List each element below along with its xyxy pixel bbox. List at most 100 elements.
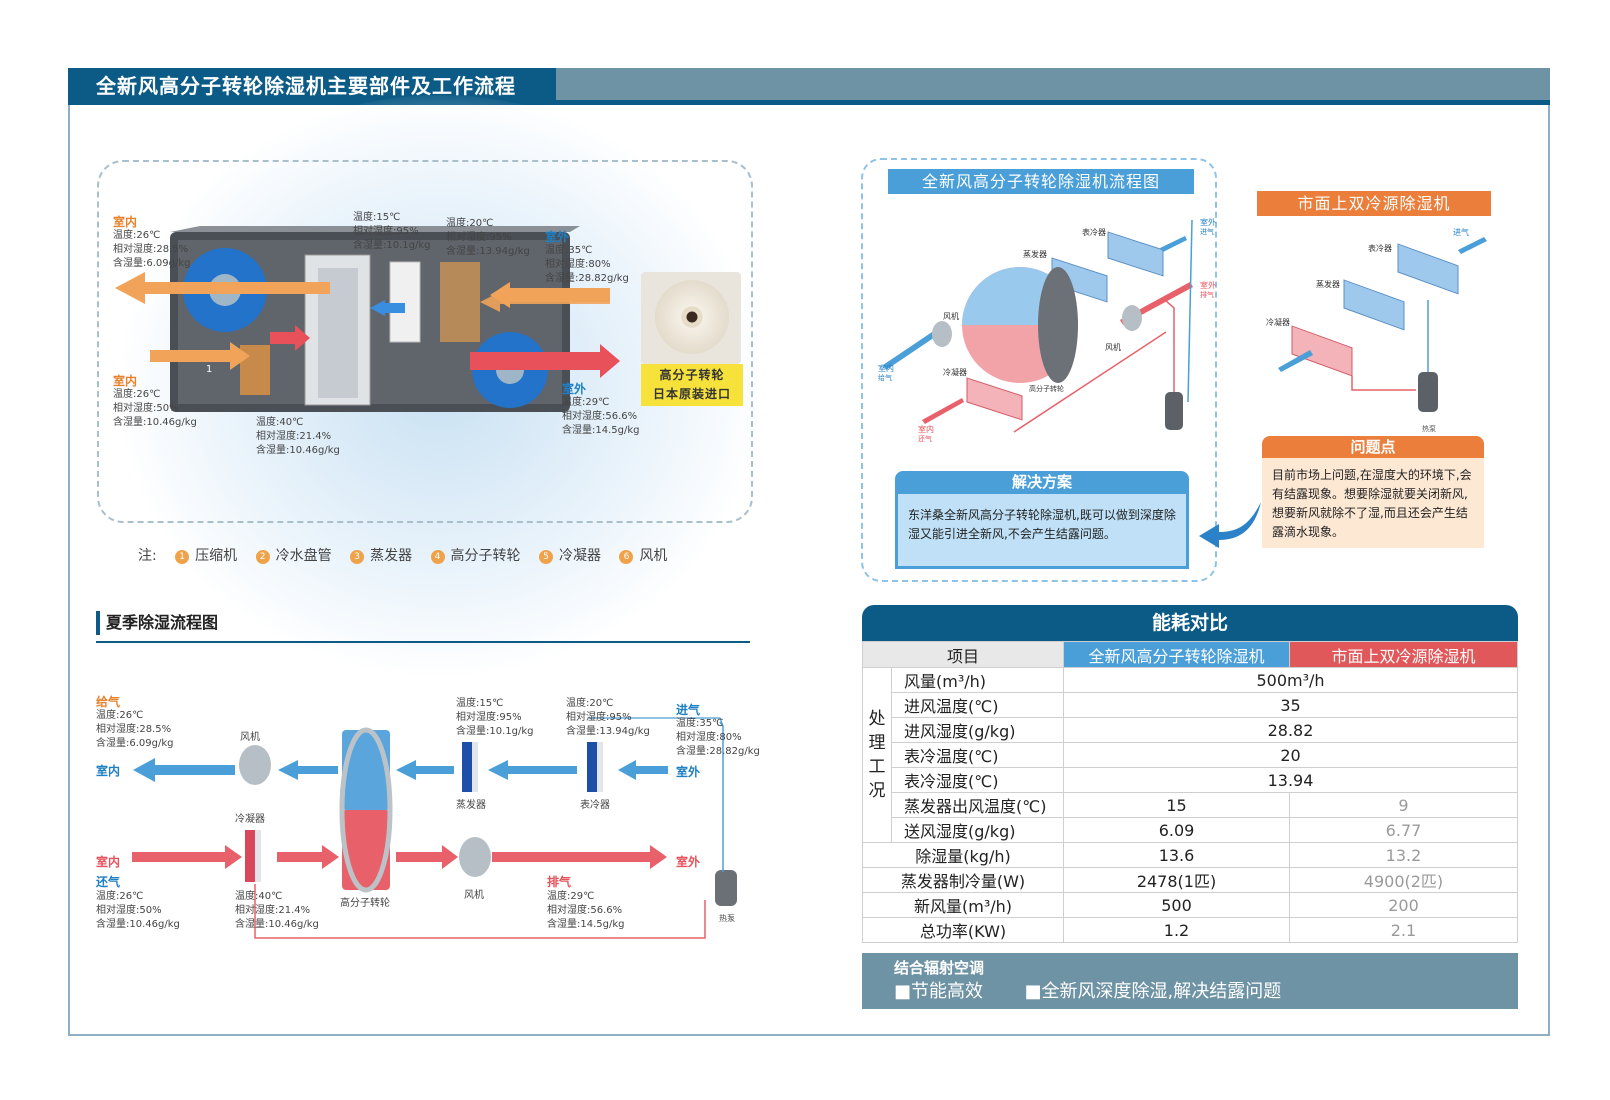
after-evap-rh: 相对湿度:95% — [353, 226, 419, 237]
val-coil-temp: 20 — [1063, 742, 1518, 768]
indoor-supply-label: 室内 — [113, 215, 138, 229]
after-evap-temp: 温度:15℃ — [353, 212, 401, 223]
legend-condenser: 冷凝器 — [558, 548, 601, 564]
market-heatpump-label: 热泵 — [1422, 425, 1436, 433]
legend-num-5: 5 — [538, 550, 553, 564]
summer-condenser-label: 冷凝器 — [235, 814, 265, 825]
summer-cond-moisture: 含湿量:10.46g/kg — [235, 919, 319, 930]
radiant-ac-title: 结合辐射空调 — [894, 959, 985, 977]
outdoor-in-temp: 温度:35℃ — [545, 245, 593, 256]
val-dehumidification-b: 13.2 — [1288, 842, 1519, 868]
summer-supply-moisture: 含湿量:6.09g/kg — [96, 738, 174, 749]
summer-cond-rh: 相对湿度:21.4% — [235, 905, 311, 916]
val-supply-humidity-a: 6.09 — [1063, 817, 1290, 843]
row-cooling-capacity: 蒸发器制冷量(W) — [861, 867, 1065, 893]
row-coil-humidity: 表冷湿度(℃) — [891, 767, 1065, 793]
after-condenser-moisture: 含湿量:10.46g/kg — [256, 445, 340, 456]
summer-coil-temp: 温度:20℃ — [566, 698, 614, 709]
fc-return-label: 还气 — [918, 435, 932, 443]
summer-supply-temp: 温度:26℃ — [96, 710, 144, 721]
fc-indoor-supply-label: 室内 — [878, 364, 894, 373]
val-total-power-b: 2.1 — [1288, 917, 1519, 943]
summer-fan-bottom-label: 风机 — [464, 890, 484, 901]
fc-indoor-return-label: 室内 — [918, 425, 934, 434]
val-evap-outlet-temp-b: 9 — [1288, 792, 1519, 818]
fc-evap-label: 蒸发器 — [1023, 250, 1047, 259]
summer-section-underline — [96, 641, 750, 643]
fc-wheel-label: 高分子转轮 — [1029, 385, 1064, 393]
group-char-2: 理 — [868, 733, 886, 753]
summer-wheel-label: 高分子转轮 — [340, 898, 390, 909]
col-header-item: 项目 — [861, 641, 1065, 668]
legend-num-2: 2 — [255, 550, 270, 564]
summer-return-moisture: 含湿量:10.46g/kg — [96, 919, 180, 930]
summer-intake-rh: 相对湿度:80% — [676, 732, 742, 743]
svg-text:1: 1 — [206, 364, 212, 375]
indoor-supply-rh: 相对湿度:28.5% — [113, 244, 189, 255]
after-coil-rh: 相对湿度:95% — [446, 232, 512, 243]
row-evap-outlet-temp: 蒸发器出风温度(℃) — [891, 792, 1065, 818]
group-processing-conditions: 处 理 工 况 — [861, 667, 893, 843]
indoor-return-label: 室内 — [113, 374, 138, 388]
header-underline — [68, 100, 1550, 105]
group-char-3: 工 — [868, 757, 886, 777]
outdoor-in-label: 室外 — [545, 230, 570, 244]
radiant-ac-banner: 结合辐射空调 ■节能高效 ■全新风深度除湿,解决结露问题 — [862, 953, 1518, 1009]
legend-num-6: 6 — [619, 550, 634, 564]
market-evap-label: 蒸发器 — [1316, 280, 1340, 289]
energy-table-title: 能耗对比 — [862, 605, 1518, 641]
polymer-wheel-photo — [641, 272, 741, 364]
group-char-4: 况 — [868, 781, 886, 801]
summer-indoor-top: 室内 — [96, 764, 121, 778]
row-inlet-humidity: 进风湿度(g/kg) — [891, 717, 1065, 743]
summer-intake-temp: 温度:35℃ — [676, 718, 724, 729]
flowchart-title: 全新风高分子转轮除湿机流程图 — [888, 169, 1194, 194]
summer-evap-moisture: 含湿量:10.1g/kg — [456, 726, 534, 737]
group-char-1: 处 — [868, 709, 886, 729]
badge-line-2: 日本原装进口 — [652, 387, 731, 401]
row-total-power: 总功率(KW) — [861, 917, 1065, 943]
summer-evaporator-label: 蒸发器 — [456, 800, 486, 811]
legend-fan: 风机 — [639, 548, 668, 564]
val-cooling-capacity-b: 4900(2匹) — [1288, 867, 1519, 893]
summer-coil-rh: 相对湿度:95% — [566, 712, 632, 723]
fc-supply-label: 给气 — [878, 374, 892, 382]
legend-num-4: 4 — [430, 550, 445, 564]
after-coil-temp: 温度:20℃ — [446, 218, 494, 229]
flowchart-frame — [861, 158, 1217, 582]
row-dehumidification: 除湿量(kg/h) — [861, 842, 1065, 868]
legend-num-1: 1 — [175, 550, 190, 564]
indoor-return-moisture: 含湿量:10.46g/kg — [113, 417, 197, 428]
radiant-ac-features: ■节能高效 ■全新风深度除湿,解决结露问题 — [894, 979, 1518, 1005]
legend-num-3: 3 — [350, 550, 365, 564]
outdoor-out-label: 室外 — [562, 382, 587, 396]
legend-cold-water-coil: 冷水盘管 — [275, 548, 332, 564]
summer-return-label: 还气 — [96, 875, 121, 889]
val-total-power-a: 1.2 — [1063, 917, 1290, 943]
row-coil-temp: 表冷温度(℃) — [891, 742, 1065, 768]
summer-section-title: 夏季除湿流程图 — [96, 611, 218, 635]
legend-polymer-wheel: 高分子转轮 — [450, 548, 521, 564]
outdoor-in-rh: 相对湿度:80% — [545, 259, 611, 270]
energy-comparison-table: 项目 全新风高分子转轮除湿机 市面上双冷源除湿机 处 理 工 况 风量(m³/h… — [861, 641, 1519, 943]
fc-intake-label: 进气 — [1200, 228, 1214, 236]
market-condenser-label: 冷凝器 — [1266, 318, 1290, 327]
val-inlet-temp: 35 — [1063, 692, 1518, 718]
summer-supply-label: 给气 — [96, 695, 121, 709]
summer-evap-rh: 相对湿度:95% — [456, 712, 522, 723]
summer-return-temp: 温度:26℃ — [96, 891, 144, 902]
after-evap-moisture: 含湿量:10.1g/kg — [353, 240, 431, 251]
summer-return-rh: 相对湿度:50% — [96, 905, 162, 916]
row-airflow: 风量(m³/h) — [891, 667, 1065, 693]
val-fresh-air-a: 500 — [1063, 892, 1290, 918]
outdoor-out-moisture: 含湿量:14.5g/kg — [562, 425, 640, 436]
summer-heatpump-label: 热泵 — [719, 914, 735, 923]
fc-condenser-label: 冷凝器 — [943, 368, 967, 377]
summer-outdoor-top: 室外 — [676, 765, 701, 779]
summer-supply-rh: 相对湿度:28.5% — [96, 724, 172, 735]
feature-energy-saving: ■节能高效 — [894, 981, 984, 1002]
summer-indoor-bottom: 室内 — [96, 855, 121, 869]
